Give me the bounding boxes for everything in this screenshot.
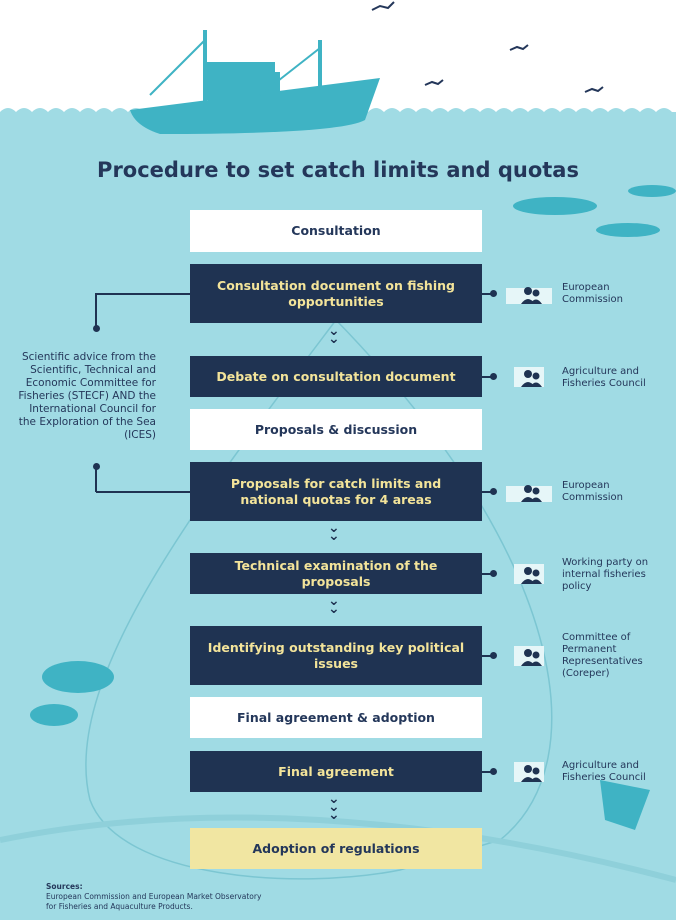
actor-label: Committee of Permanent Representatives (… xyxy=(562,632,643,679)
fish xyxy=(42,661,114,693)
step-adoption: Adoption of regulations xyxy=(190,828,482,869)
advice-connector xyxy=(96,293,190,295)
connector-dot xyxy=(490,768,497,775)
actor-label: European Commission xyxy=(562,480,624,503)
fish xyxy=(628,185,676,197)
fish xyxy=(596,223,660,237)
sources: Sources: European Commission and Europea… xyxy=(46,882,266,912)
ship-hull xyxy=(130,78,380,134)
connector-dot xyxy=(93,463,100,470)
net-and-sea-life-illustration xyxy=(0,318,676,883)
connector-dot xyxy=(490,652,497,659)
people-icon xyxy=(514,564,544,584)
actor-connector xyxy=(482,376,493,378)
connector-dot xyxy=(490,488,497,495)
sources-text: European Commission and European Market … xyxy=(46,892,262,911)
people-icon xyxy=(514,646,544,666)
actor-label: Agriculture and Fisheries Council xyxy=(562,760,646,783)
section-consultation: Consultation xyxy=(190,210,482,252)
people-icon xyxy=(506,485,552,502)
actor-connector xyxy=(482,573,493,575)
people-icon xyxy=(514,762,544,782)
step-consultation-document: Consultation document on fishing opportu… xyxy=(190,264,482,323)
actor-label: Working party on internal fisheries poli… xyxy=(562,557,649,592)
section-final-agreement: Final agreement & adoption xyxy=(190,697,482,738)
down-arrow-icon: ⌄⌄ xyxy=(328,323,340,347)
connector-dot xyxy=(93,325,100,332)
step-debate: Debate on consultation document xyxy=(190,356,482,397)
down-arrow-icon: ⌄⌄ xyxy=(328,520,340,544)
step-proposals: Proposals for catch limits and national … xyxy=(190,462,482,521)
connector-dot xyxy=(490,373,497,380)
actor-connector xyxy=(482,655,493,657)
actor-connector xyxy=(482,293,493,295)
fish xyxy=(30,704,78,726)
scientific-advice-text: Scientific advice from the Scientific, T… xyxy=(18,351,156,441)
actor-connector xyxy=(482,771,493,773)
advice-connector xyxy=(95,466,97,492)
down-arrow-icon: ⌄⌄⌄ xyxy=(328,791,340,823)
advice-connector xyxy=(95,293,97,328)
page-title: Procedure to set catch limits and quotas xyxy=(97,158,579,182)
actor-label: European Commission xyxy=(562,282,624,305)
connector-dot xyxy=(490,290,497,297)
stingray xyxy=(600,780,650,830)
down-arrow-icon: ⌄⌄ xyxy=(328,593,340,617)
advice-connector xyxy=(96,491,190,493)
ship-and-sea-illustration xyxy=(0,1,676,237)
people-icon xyxy=(506,287,552,304)
actor-connector xyxy=(482,491,493,493)
step-final-agreement: Final agreement xyxy=(190,751,482,792)
people-icon xyxy=(514,367,544,387)
sources-heading: Sources: xyxy=(46,882,83,891)
actor-label: Agriculture and Fisheries Council xyxy=(562,366,646,389)
section-proposals: Proposals & discussion xyxy=(190,409,482,450)
step-political-issues: Identifying outstanding key political is… xyxy=(190,626,482,685)
fish xyxy=(513,197,597,215)
step-technical-examination: Technical examination of the proposals xyxy=(190,553,482,594)
connector-dot xyxy=(490,570,497,577)
